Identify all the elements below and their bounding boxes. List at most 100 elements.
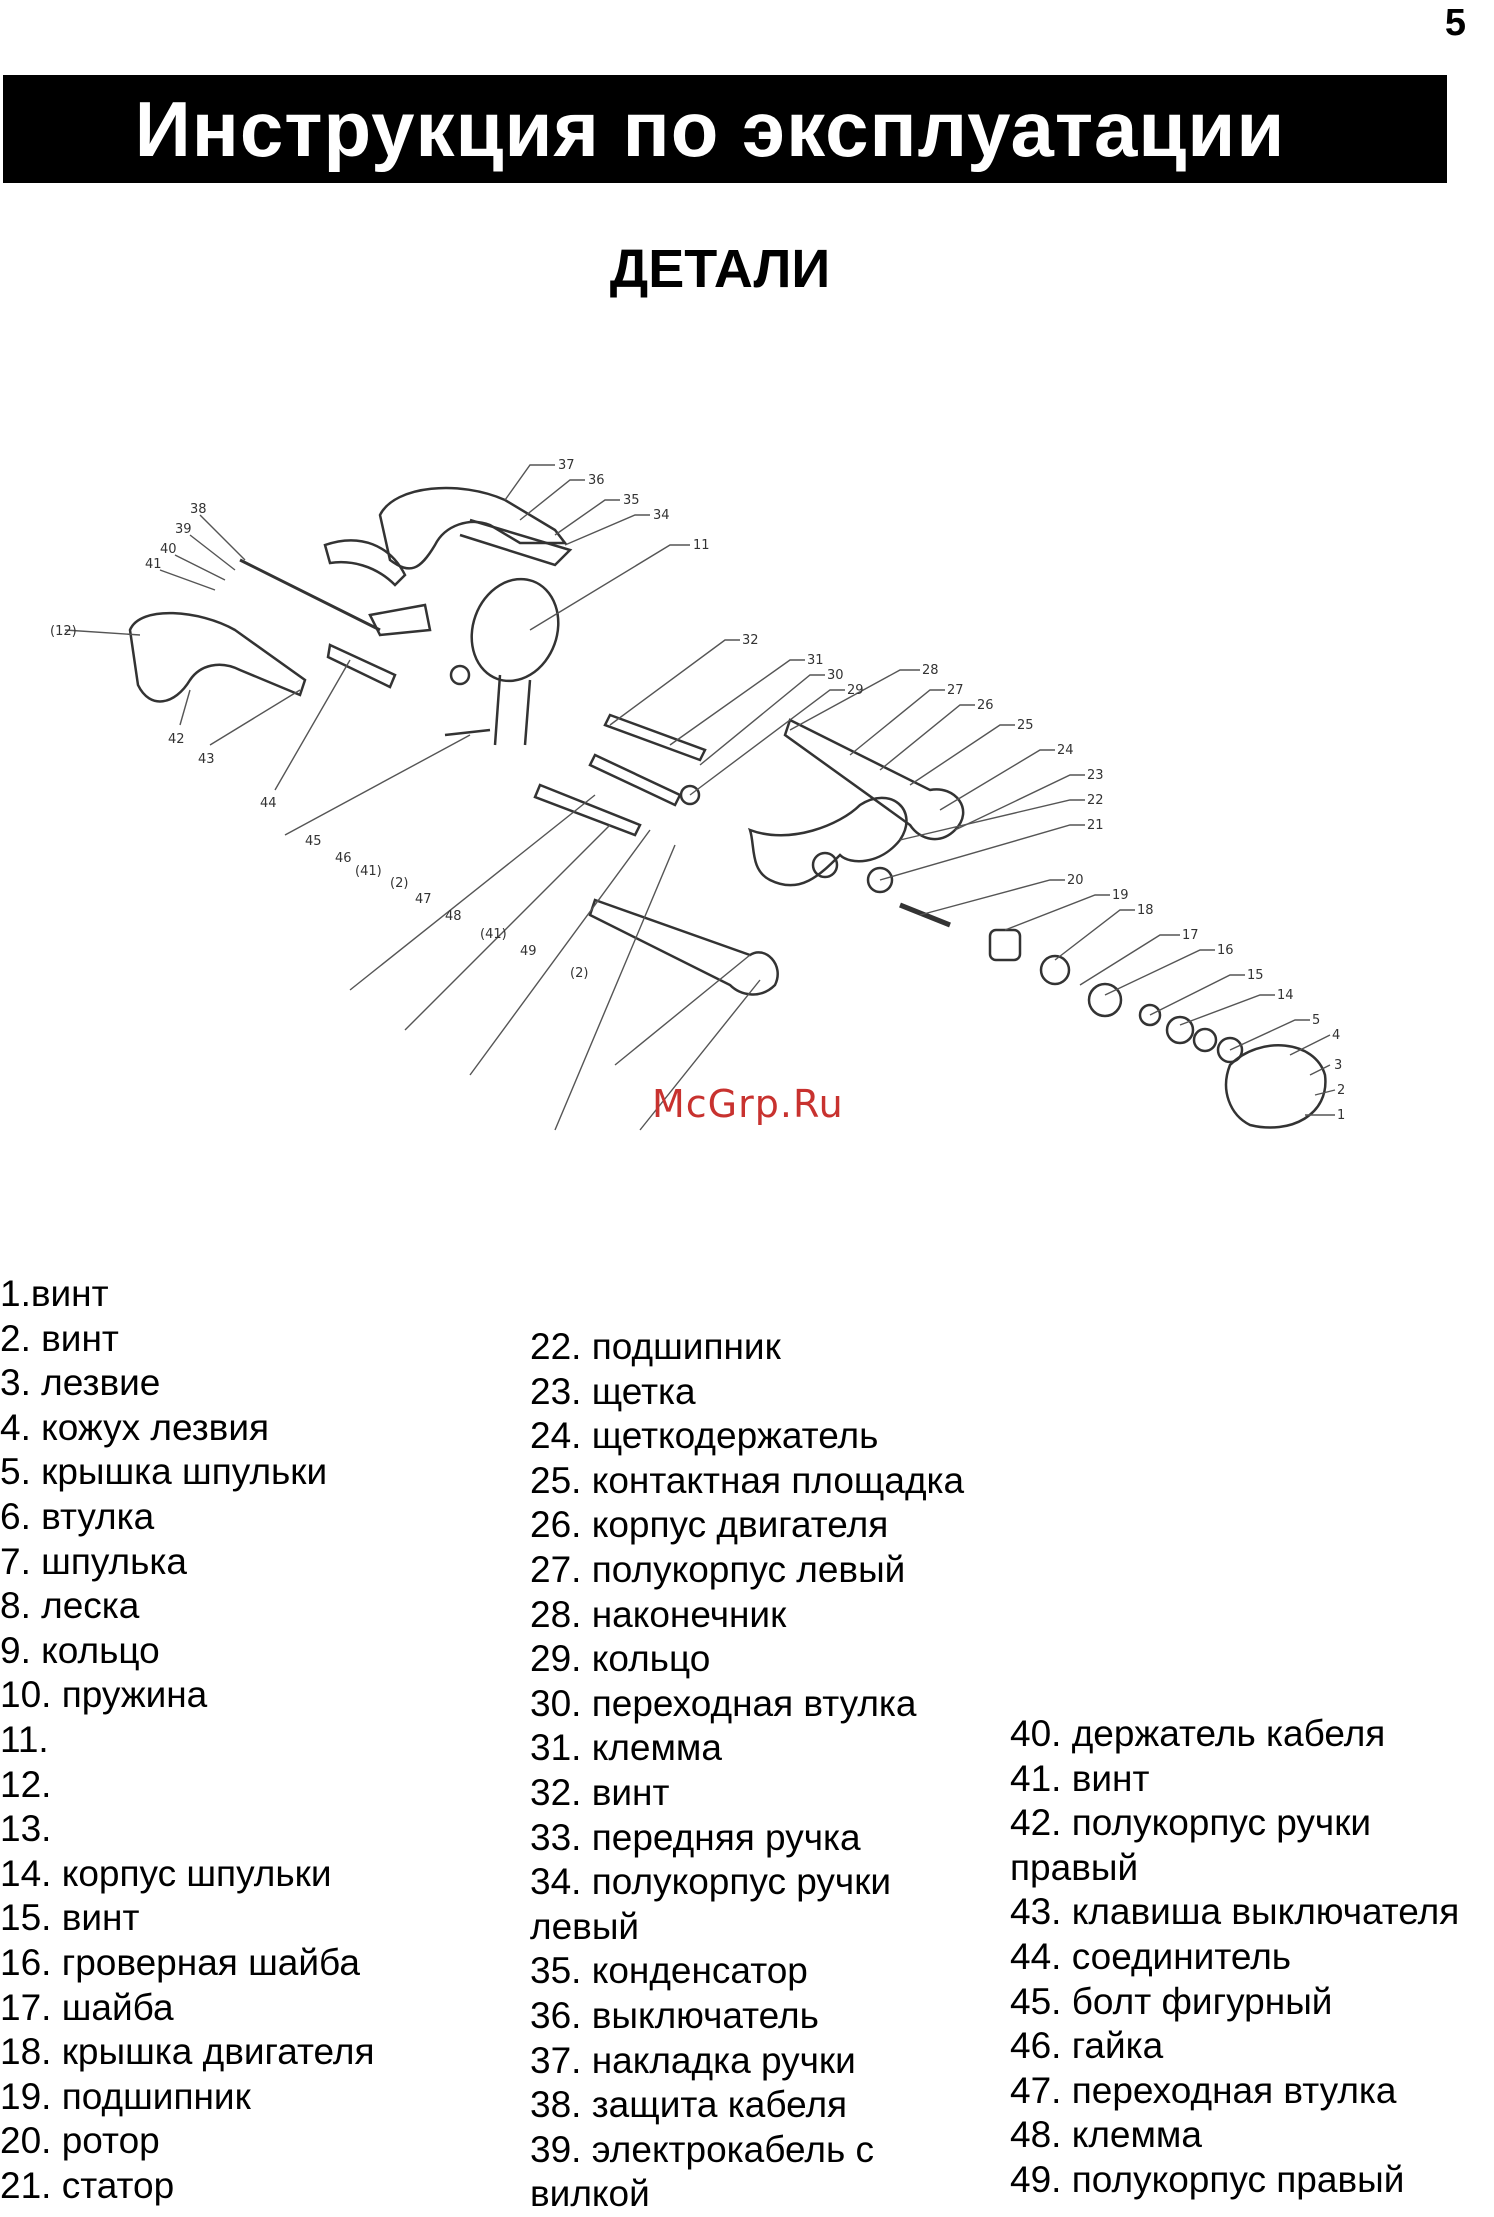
rotor-shape [899, 902, 951, 928]
section-title: ДЕТАЛИ [609, 239, 831, 299]
callout-39: 39 [175, 522, 192, 537]
callout-41b: (41) [355, 864, 382, 879]
callout-4: 4 [1332, 1028, 1340, 1043]
callout-3: 3 [1334, 1058, 1342, 1073]
spring-shape [1138, 1003, 1162, 1027]
list-item: 22. подшипник [530, 1326, 781, 1367]
callout-34: 34 [653, 508, 670, 523]
callout-32: 32 [742, 633, 759, 648]
blade-guard-shape [1224, 1044, 1327, 1129]
callout-30: 30 [827, 668, 844, 683]
list-item: вилкой [530, 2173, 650, 2215]
list-item: 16. гроверная шайба [0, 1941, 360, 1983]
callout-11: 11 [693, 538, 710, 553]
callout-42: 42 [168, 732, 185, 747]
callout-43: 43 [198, 752, 215, 767]
list-item: 15. винт [0, 1897, 140, 1939]
list-item: 28. наконечник [530, 1593, 787, 1635]
list-item: 29. кольцо [530, 1638, 711, 1680]
list-item: 46. гайка [1010, 2025, 1164, 2067]
spool-shape [1165, 1015, 1195, 1045]
callout-27: 27 [947, 683, 964, 698]
list-item: 10. пружина [0, 1674, 208, 1716]
callout-26: 26 [977, 698, 994, 713]
callout-2: 2 [1337, 1083, 1345, 1098]
watermark: McGrp.Ru [652, 1082, 844, 1126]
list-item: 7. шпулька [0, 1540, 187, 1582]
switch-key-shape [326, 643, 397, 689]
parts-list-column-1: 1.винт 2. винт 3. лезвие 4. кожух лезвия… [0, 1272, 374, 2208]
list-item: 39. электрокабель с [530, 2128, 875, 2170]
title-banner: Инструкция по эксплуатации [3, 75, 1447, 183]
handle-rail-shape [459, 518, 573, 567]
callout-16: 16 [1217, 943, 1234, 958]
callout-5: 5 [1312, 1013, 1320, 1028]
callout-37: 37 [558, 458, 575, 473]
handle-cover-shape [378, 486, 568, 570]
list-item: 17. шайба [0, 1986, 174, 2028]
list-item: 4. кожух лезвия [0, 1406, 270, 1448]
callout-41: 41 [145, 557, 162, 572]
list-item: правый [1010, 1846, 1139, 1888]
callout-2b: (2) [570, 966, 588, 981]
spool-cover-shape [1216, 1036, 1244, 1064]
callout-1: 1 [1337, 1108, 1345, 1123]
list-item: 8. леска [0, 1585, 140, 1627]
cable-holder-shape [368, 603, 432, 637]
list-item: 11. [0, 1718, 49, 1760]
list-item: 23. щетка [530, 1370, 696, 1412]
list-item: 13. [0, 1808, 52, 1850]
callout-44: 44 [260, 796, 277, 811]
callout-19: 19 [1112, 888, 1129, 903]
spool-housing-shape [1087, 982, 1123, 1018]
bolt-shape [444, 728, 491, 737]
list-item: 19. подшипник [0, 2075, 251, 2117]
callout-35: 35 [623, 493, 640, 508]
list-item: 30. переходная втулка [530, 1682, 917, 1724]
clamp-rail-shape [533, 783, 642, 837]
callout-21: 21 [1087, 818, 1104, 833]
callout-40: 40 [160, 542, 177, 557]
cable-shape [239, 558, 381, 632]
callout-29: 29 [847, 683, 864, 698]
callout-36: 36 [588, 473, 605, 488]
adapter-rail-shape [588, 753, 682, 807]
terminal-rail-shape [603, 713, 707, 762]
nut-shape [449, 664, 471, 686]
list-item: 18. крышка двигателя [0, 2031, 375, 2073]
list-item: 24. щеткодержатель [530, 1415, 879, 1457]
parts-list-column-2: 22. подшипник 23. щетка 24. щеткодержате… [530, 1325, 964, 2217]
bearing-22-shape [866, 866, 894, 894]
callout-46: 46 [335, 851, 352, 866]
front-handle-ring-shape [470, 577, 560, 683]
list-item: 36. выключатель [530, 1994, 819, 2036]
list-item: 25. контактная площадка [530, 1459, 965, 1501]
callout-28: 28 [922, 663, 939, 678]
list-item: 33. передняя ручка [530, 1816, 861, 1858]
stator-shape [988, 928, 1022, 962]
list-item: 1.винт [0, 1273, 109, 1314]
callout-23: 23 [1087, 768, 1104, 783]
list-item: 35. конденсатор [530, 1950, 808, 1992]
list-item: 32. винт [530, 1771, 670, 1813]
list-item: 31. клемма [530, 1727, 722, 1769]
motor-cover-shape [1039, 954, 1071, 986]
list-item: 9. кольцо [0, 1629, 160, 1671]
list-item: 40. держатель кабеля [1010, 1713, 1386, 1754]
callout-38: 38 [190, 502, 207, 517]
callout-45: 45 [305, 834, 322, 849]
list-item: 49. полукорпус правый [1010, 2158, 1405, 2200]
list-item: 47. переходная втулка [1010, 2069, 1397, 2111]
housing-half-left-shape [747, 796, 908, 887]
cable-guard-shape [323, 539, 407, 587]
list-item: 12. [0, 1763, 52, 1805]
list-item: 41. винт [1010, 1757, 1150, 1799]
list-item: 38. защита кабеля [530, 2084, 848, 2126]
exploded-parts-diagram: 37 36 35 34 11 38 39 40 41 (12) 42 43 44… [50, 458, 1345, 1131]
callout-49: 49 [520, 944, 537, 959]
callout-20: 20 [1067, 873, 1084, 888]
callout-31: 31 [807, 653, 824, 668]
list-item: левый [530, 1905, 640, 1947]
callout-2a: (2) [390, 876, 408, 891]
handle-half-right-shape [128, 611, 307, 703]
